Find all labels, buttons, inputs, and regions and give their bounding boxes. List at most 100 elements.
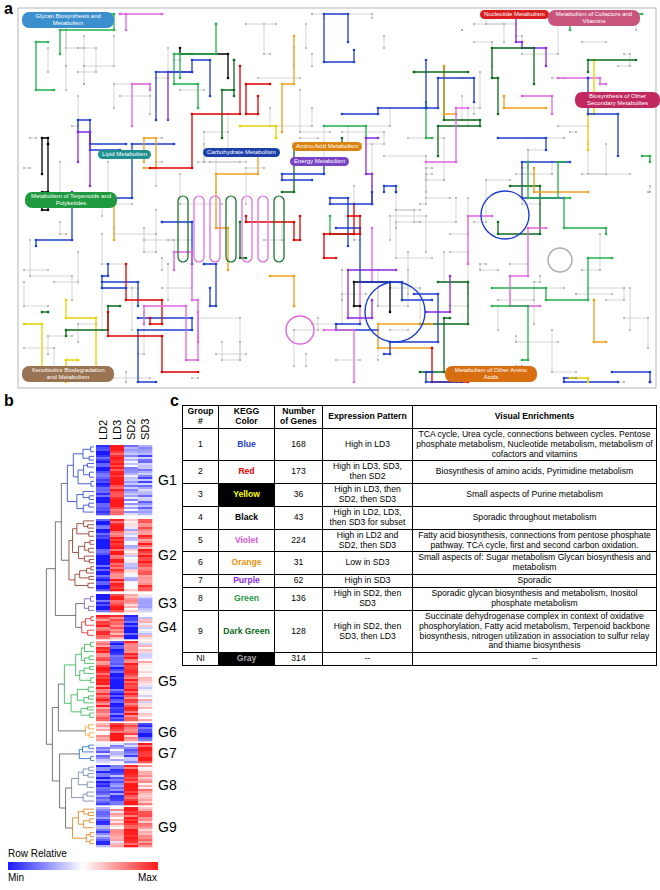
compound-dot [65,317,68,320]
heatmap-cell [110,789,124,791]
heatmap-cell [138,759,152,761]
compound-dot [149,89,152,92]
gene-count: 168 [291,439,305,449]
heatmap-cell [110,453,124,455]
heatmap-cell [96,833,110,835]
heatmap-cell [110,629,124,631]
heatmap-cell [110,825,124,827]
compound-dot [473,41,475,43]
compound-dot [167,263,169,265]
compound-dot [599,83,602,86]
compound-dot [641,155,644,158]
dendrogram-branch [84,599,90,609]
compound-dot [311,179,314,182]
heatmap-cell [138,781,152,783]
pathway-line [24,168,30,169]
compound-dot [449,233,451,235]
heatmap-cell [110,647,124,649]
heatmap-cell [110,559,124,561]
heatmap-cell [110,659,124,661]
heatmap-cell [138,775,152,777]
heatmap-cell [124,777,138,779]
heatmap-cell [138,719,152,721]
compound-dot [209,161,211,163]
heatmap-cell [124,817,138,819]
table-cell: Group # [183,406,219,429]
heatmap-cell [138,807,152,809]
compound-dot [239,341,241,343]
heatmap-cell [138,519,152,521]
compound-dot [83,65,85,67]
heatmap-cell [124,697,138,699]
compound-dot [539,275,541,277]
dendrogram-branch [84,821,94,828]
heatmap-cell [110,729,124,731]
compound-dot [245,221,248,224]
compound-dot [557,197,560,200]
highlighted-pathway [120,14,162,30]
heatmap-cell [110,727,124,729]
heatmap-cell [110,695,124,697]
heatmap-cell [138,833,152,835]
heatmap-cell [124,643,138,645]
pathway-line [480,264,498,270]
heatmap-cell [138,819,152,821]
heatmap-cell [96,602,110,604]
dendrogram-branch [77,495,83,509]
heatmap-cell [110,793,124,795]
heatmap-cell [96,604,110,606]
heatmap-cell [96,667,110,669]
heatmap-cell [124,491,138,493]
heatmap-cell [124,785,138,787]
heatmap-cell [110,701,124,703]
compound-dot [143,323,146,326]
compound-dot [155,185,157,187]
heatmap-cell [110,777,124,779]
compound-dot [377,305,379,307]
compound-dot [323,257,326,260]
heatmap-cell [110,643,124,645]
compound-dot [281,131,284,134]
heatmap-cell [96,489,110,491]
compound-dot [551,113,554,116]
heatmap-cell [138,589,152,591]
heatmap-cell [96,627,110,629]
heatmap-cell [138,655,152,657]
heatmap-cell [124,845,138,847]
compound-dot [449,317,452,320]
compound-dot [215,53,218,56]
heatmap-cell [124,745,138,747]
heatmap-cell [110,705,124,707]
compound-dot [599,233,601,235]
heatmap-cell [110,471,124,473]
highlighted-pathway [246,84,270,114]
heatmap-cell [110,604,124,606]
metabolic-cycle [481,191,529,239]
highlighted-pathway [522,96,552,114]
compound-dot [365,125,368,128]
category-label: Energy Metabolism [290,157,349,166]
compound-dot [389,329,391,331]
compound-dot [455,221,457,223]
heatmap-cell [138,773,152,775]
heatmap-cell [124,627,138,629]
heatmap-cell [110,755,124,757]
heatmap-cell [110,679,124,681]
compound-dot [383,185,386,188]
compound-dot [119,13,122,16]
heatmap-cell [110,663,124,665]
heatmap-cell [124,813,138,815]
heatmap-cell [138,765,152,767]
heatmap-cell [138,619,152,621]
compound-dot [317,317,319,319]
heatmap-cell [96,691,110,693]
heatmap-cell [138,594,152,596]
heatmap-cell [124,791,138,793]
compound-dot [395,257,397,259]
heatmap-cell [138,733,152,735]
compound-dot [629,287,631,289]
heatmap-cell [96,523,110,525]
compound-dot [23,269,25,271]
heatmap-cell [110,445,124,447]
heatmap-cell [96,525,110,527]
